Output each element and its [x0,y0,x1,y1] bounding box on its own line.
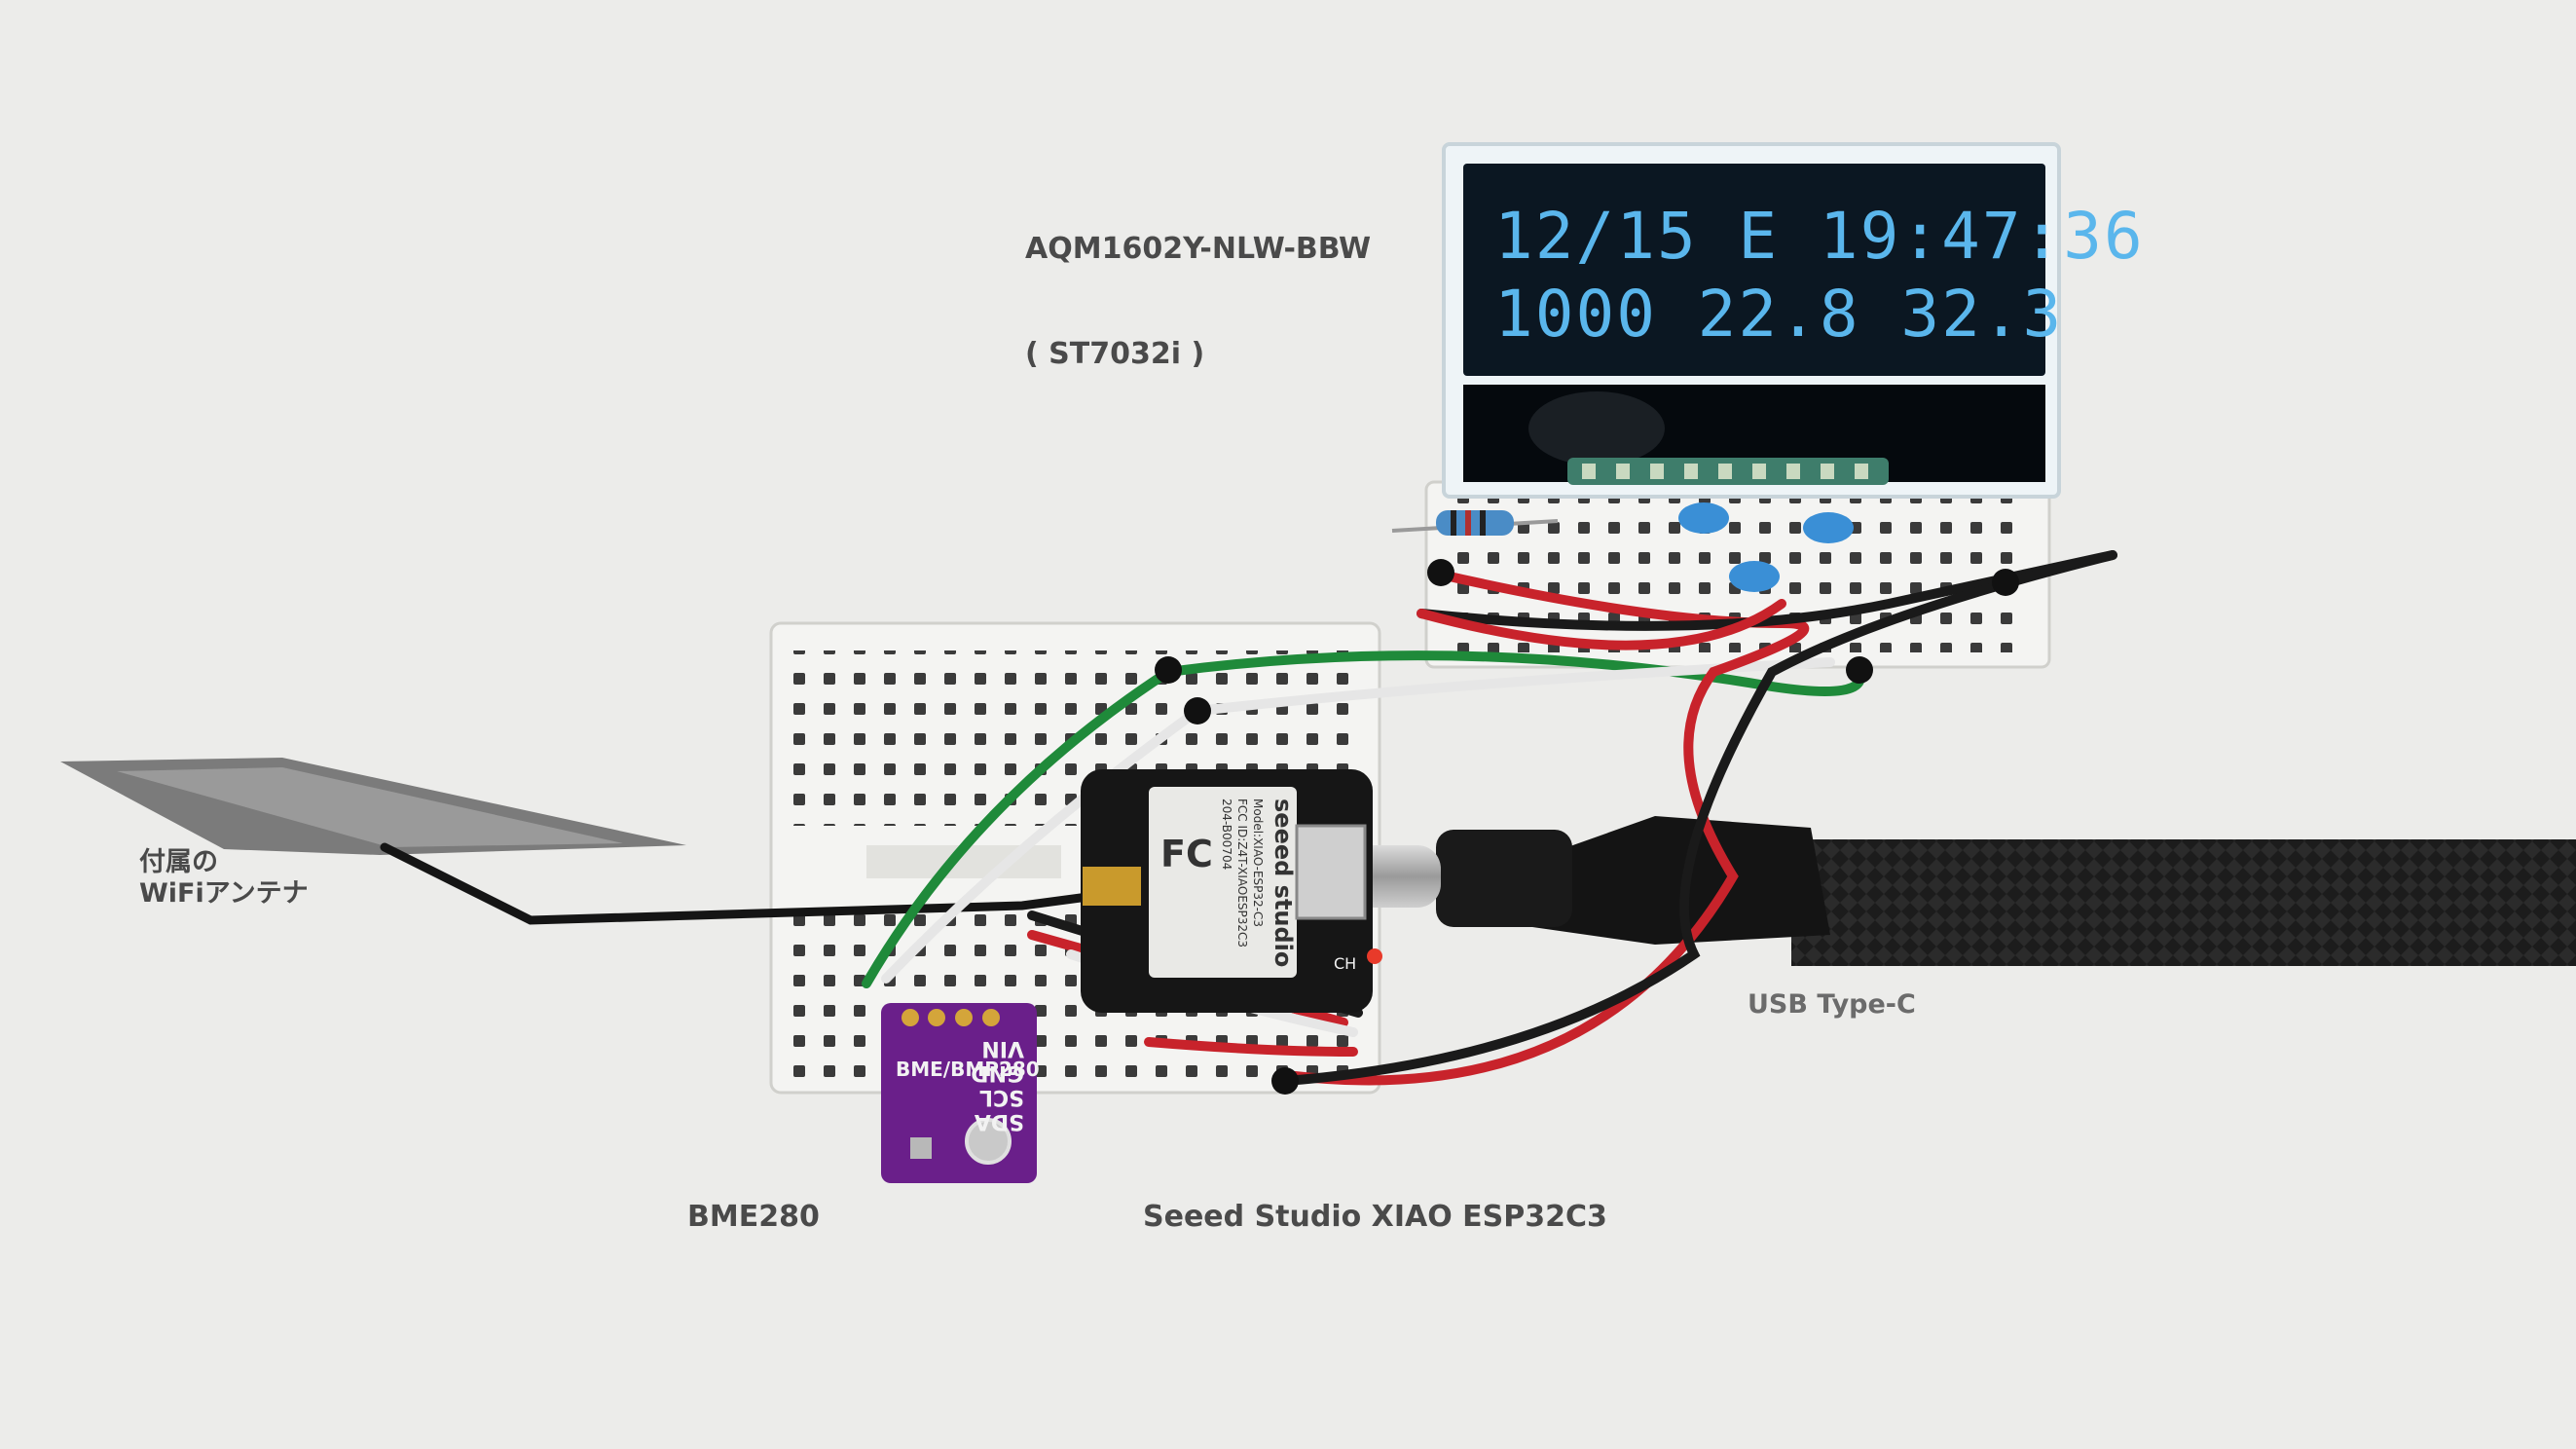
sensor-pin-gnd: GND [971,1060,1024,1085]
sensor-pin-scl: SCL [979,1085,1024,1109]
lcd-line-2: 1000 22.8 32.3 [1494,277,2063,352]
lcd-line-1: 12/15 E 19:47:36 [1494,199,2145,274]
wifi-antenna [60,758,1115,925]
xiao-esp32c3-board: CH seeed studio Model:XIAO-ESP32-C3 FCC … [1081,769,1382,1013]
chip-label: CH [1334,954,1356,973]
mcu-model: Model:XIAO-ESP32-C3 [1251,799,1265,927]
bme280-board: VIN GND SCL SDA BME/BMP280 [881,1003,1040,1183]
usb-cable [1305,816,2576,966]
antenna-label: 付属の WiFiアンテナ [139,847,309,910]
resistor [1391,510,1559,536]
lcd-controller-label: ( ST7032i ) [1025,337,1205,371]
mcu-label: Seeed Studio XIAO ESP32C3 [1143,1200,1607,1234]
label-lcd: AQM1602Y-NLW-BBW ( ST7032i ) [1025,162,1371,407]
sensor-pin-vin: VIN [981,1036,1024,1060]
lcd-module [1442,142,2061,499]
capacitors [1678,502,1854,592]
fcc-id: FCC ID:Z4T-XIAOESP32C3 [1235,799,1249,947]
seeed-brand: seeed studio [1270,799,1297,967]
sensor-title: BME/BMP280 [896,1058,1040,1081]
lcd-model-label: AQM1602Y-NLW-BBW [1025,232,1372,266]
svg-text:FC: FC [1160,833,1213,875]
wire-ends [1155,559,2019,1095]
cert-id: 204-B00704 [1220,799,1233,870]
wires [862,550,2117,1086]
sensor-label: BME280 [687,1200,820,1234]
sensor-pin-sda: SDA [975,1109,1024,1133]
usb-label: USB Type-C [1748,989,1916,1020]
